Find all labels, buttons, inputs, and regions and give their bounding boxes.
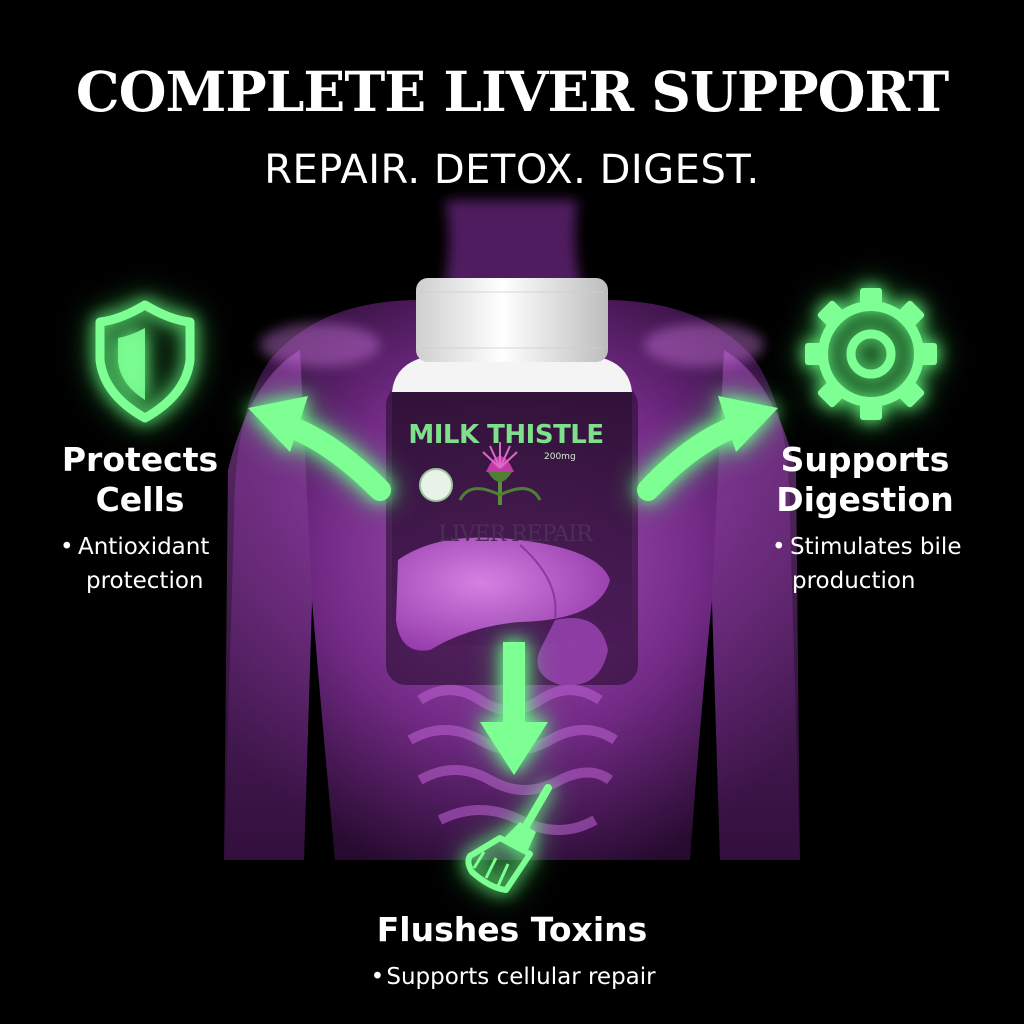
stomach-shape bbox=[537, 618, 608, 686]
bullet-dot: • bbox=[772, 534, 786, 560]
feature-bullet: •Supports cellular repair bbox=[0, 960, 1024, 994]
liver-shape bbox=[396, 537, 610, 651]
feature-supports-digestion: Supports Digestion •Stimulates bile prod… bbox=[760, 440, 1000, 598]
arrow-down-icon bbox=[480, 642, 548, 775]
arrow-up-left-icon bbox=[248, 396, 391, 501]
headline: COMPLETE LIVER SUPPORT bbox=[75, 59, 949, 124]
bullet-dot: • bbox=[60, 534, 74, 560]
broom-icon bbox=[465, 784, 552, 893]
right-arm-shape bbox=[712, 350, 800, 860]
feature-title: Supports Digestion bbox=[776, 440, 954, 519]
bottle-cap bbox=[416, 278, 608, 362]
bullet-dot: • bbox=[370, 964, 385, 990]
feature-flushes-toxins: Flushes Toxins •Supports cellular repair bbox=[0, 910, 1024, 994]
product-tagline: LIVER REPAIR bbox=[438, 522, 592, 547]
right-shoulder-highlight bbox=[644, 323, 764, 367]
feature-bullet: •Antioxidant protection bbox=[60, 530, 260, 598]
feature-title: Protects Cells bbox=[61, 440, 219, 519]
product-dose: 200mg bbox=[544, 452, 576, 462]
subhead: REPAIR. DETOX. DIGEST. bbox=[264, 147, 760, 193]
feature-title: Flushes Toxins bbox=[376, 910, 648, 949]
label-seal-icon bbox=[419, 468, 453, 502]
intestine-shape bbox=[407, 685, 618, 835]
left-arm-shape bbox=[224, 350, 312, 860]
product-name: MILK THISTLE bbox=[408, 420, 604, 450]
feature-bullet: •Stimulates bile production bbox=[772, 530, 1000, 598]
feature-protects-cells: Protects Cells •Antioxidant protection bbox=[60, 440, 260, 598]
neck-shape bbox=[440, 200, 585, 300]
gear-icon bbox=[805, 288, 937, 420]
left-shoulder-highlight bbox=[260, 323, 380, 367]
shield-icon bbox=[95, 300, 195, 423]
thistle-flower-icon bbox=[458, 442, 542, 505]
bottle-shoulder bbox=[392, 356, 632, 392]
arrow-up-right-icon bbox=[637, 396, 778, 501]
